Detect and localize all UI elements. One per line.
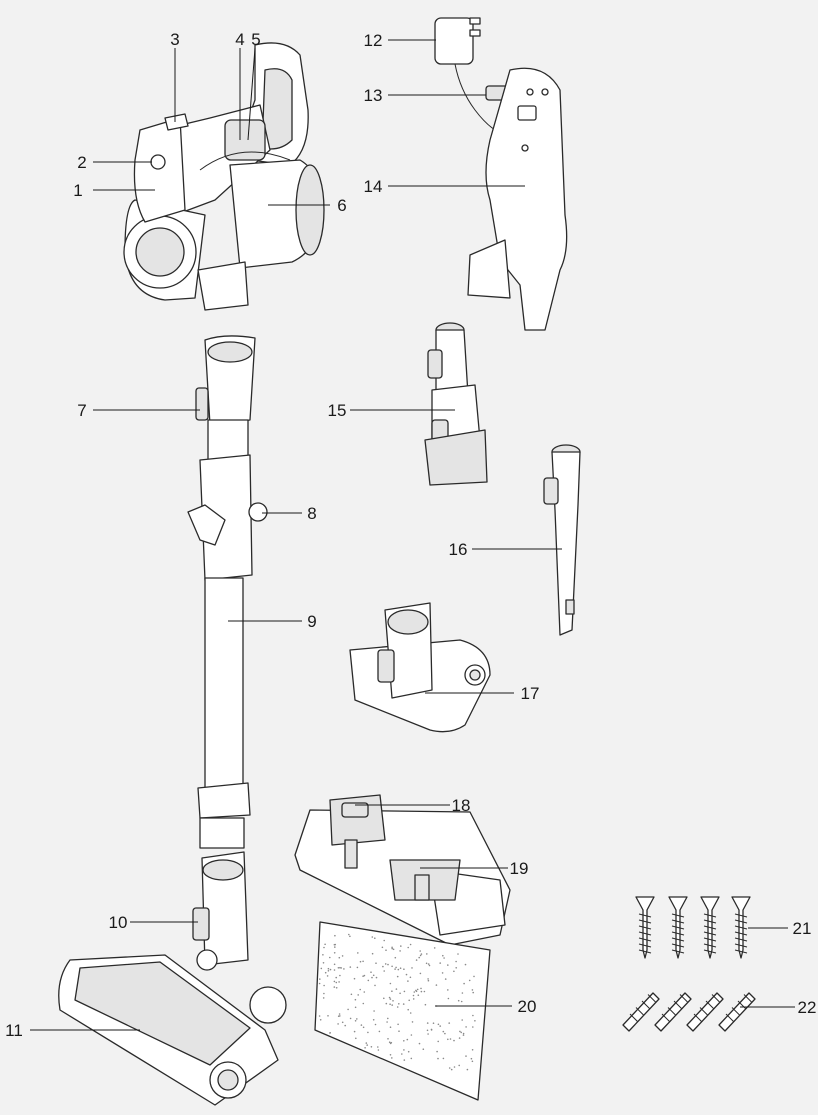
extension-nozzle [544,445,580,635]
callout-13: 13 [364,86,383,105]
callout-2: 2 [77,153,86,172]
wall-plug-icon [687,993,723,1031]
wall-bracket [435,18,567,330]
wand-tube [188,336,267,848]
callout-15: 15 [328,401,347,420]
callout-14: 14 [364,177,383,196]
mini-motor-brush [350,603,490,732]
callout-12: 12 [364,31,383,50]
screw-icon [669,897,687,958]
callout-1: 1 [73,181,82,200]
mop-pad [315,922,490,1100]
callout-8: 8 [307,504,316,523]
brush-tool [425,323,487,485]
callout-10: 10 [109,913,128,932]
handheld-unit [124,43,324,310]
callout-19: 19 [510,859,529,878]
callout-21: 21 [793,919,812,938]
wall-plug-icon [719,993,755,1031]
wall-plug-icon [655,993,691,1031]
callout-6: 6 [337,196,346,215]
callout-3: 3 [170,30,179,49]
callout-4: 4 [235,30,244,49]
callout-9: 9 [307,612,316,631]
wall-plug-icon [623,993,659,1031]
callout-5: 5 [251,30,260,49]
callout-11: 11 [5,1021,23,1040]
callout-16: 16 [449,540,468,559]
mop-base [295,795,510,945]
callout-17: 17 [521,684,540,703]
callout-22: 22 [798,998,817,1017]
screw-icon [732,897,750,958]
screw-icon [701,897,719,958]
screws [636,897,750,958]
callout-20: 20 [518,997,537,1016]
callout-18: 18 [452,796,471,815]
floor-brush [59,852,286,1105]
callout-7: 7 [77,401,86,420]
wall-plugs [623,993,755,1031]
screw-icon [636,897,654,958]
